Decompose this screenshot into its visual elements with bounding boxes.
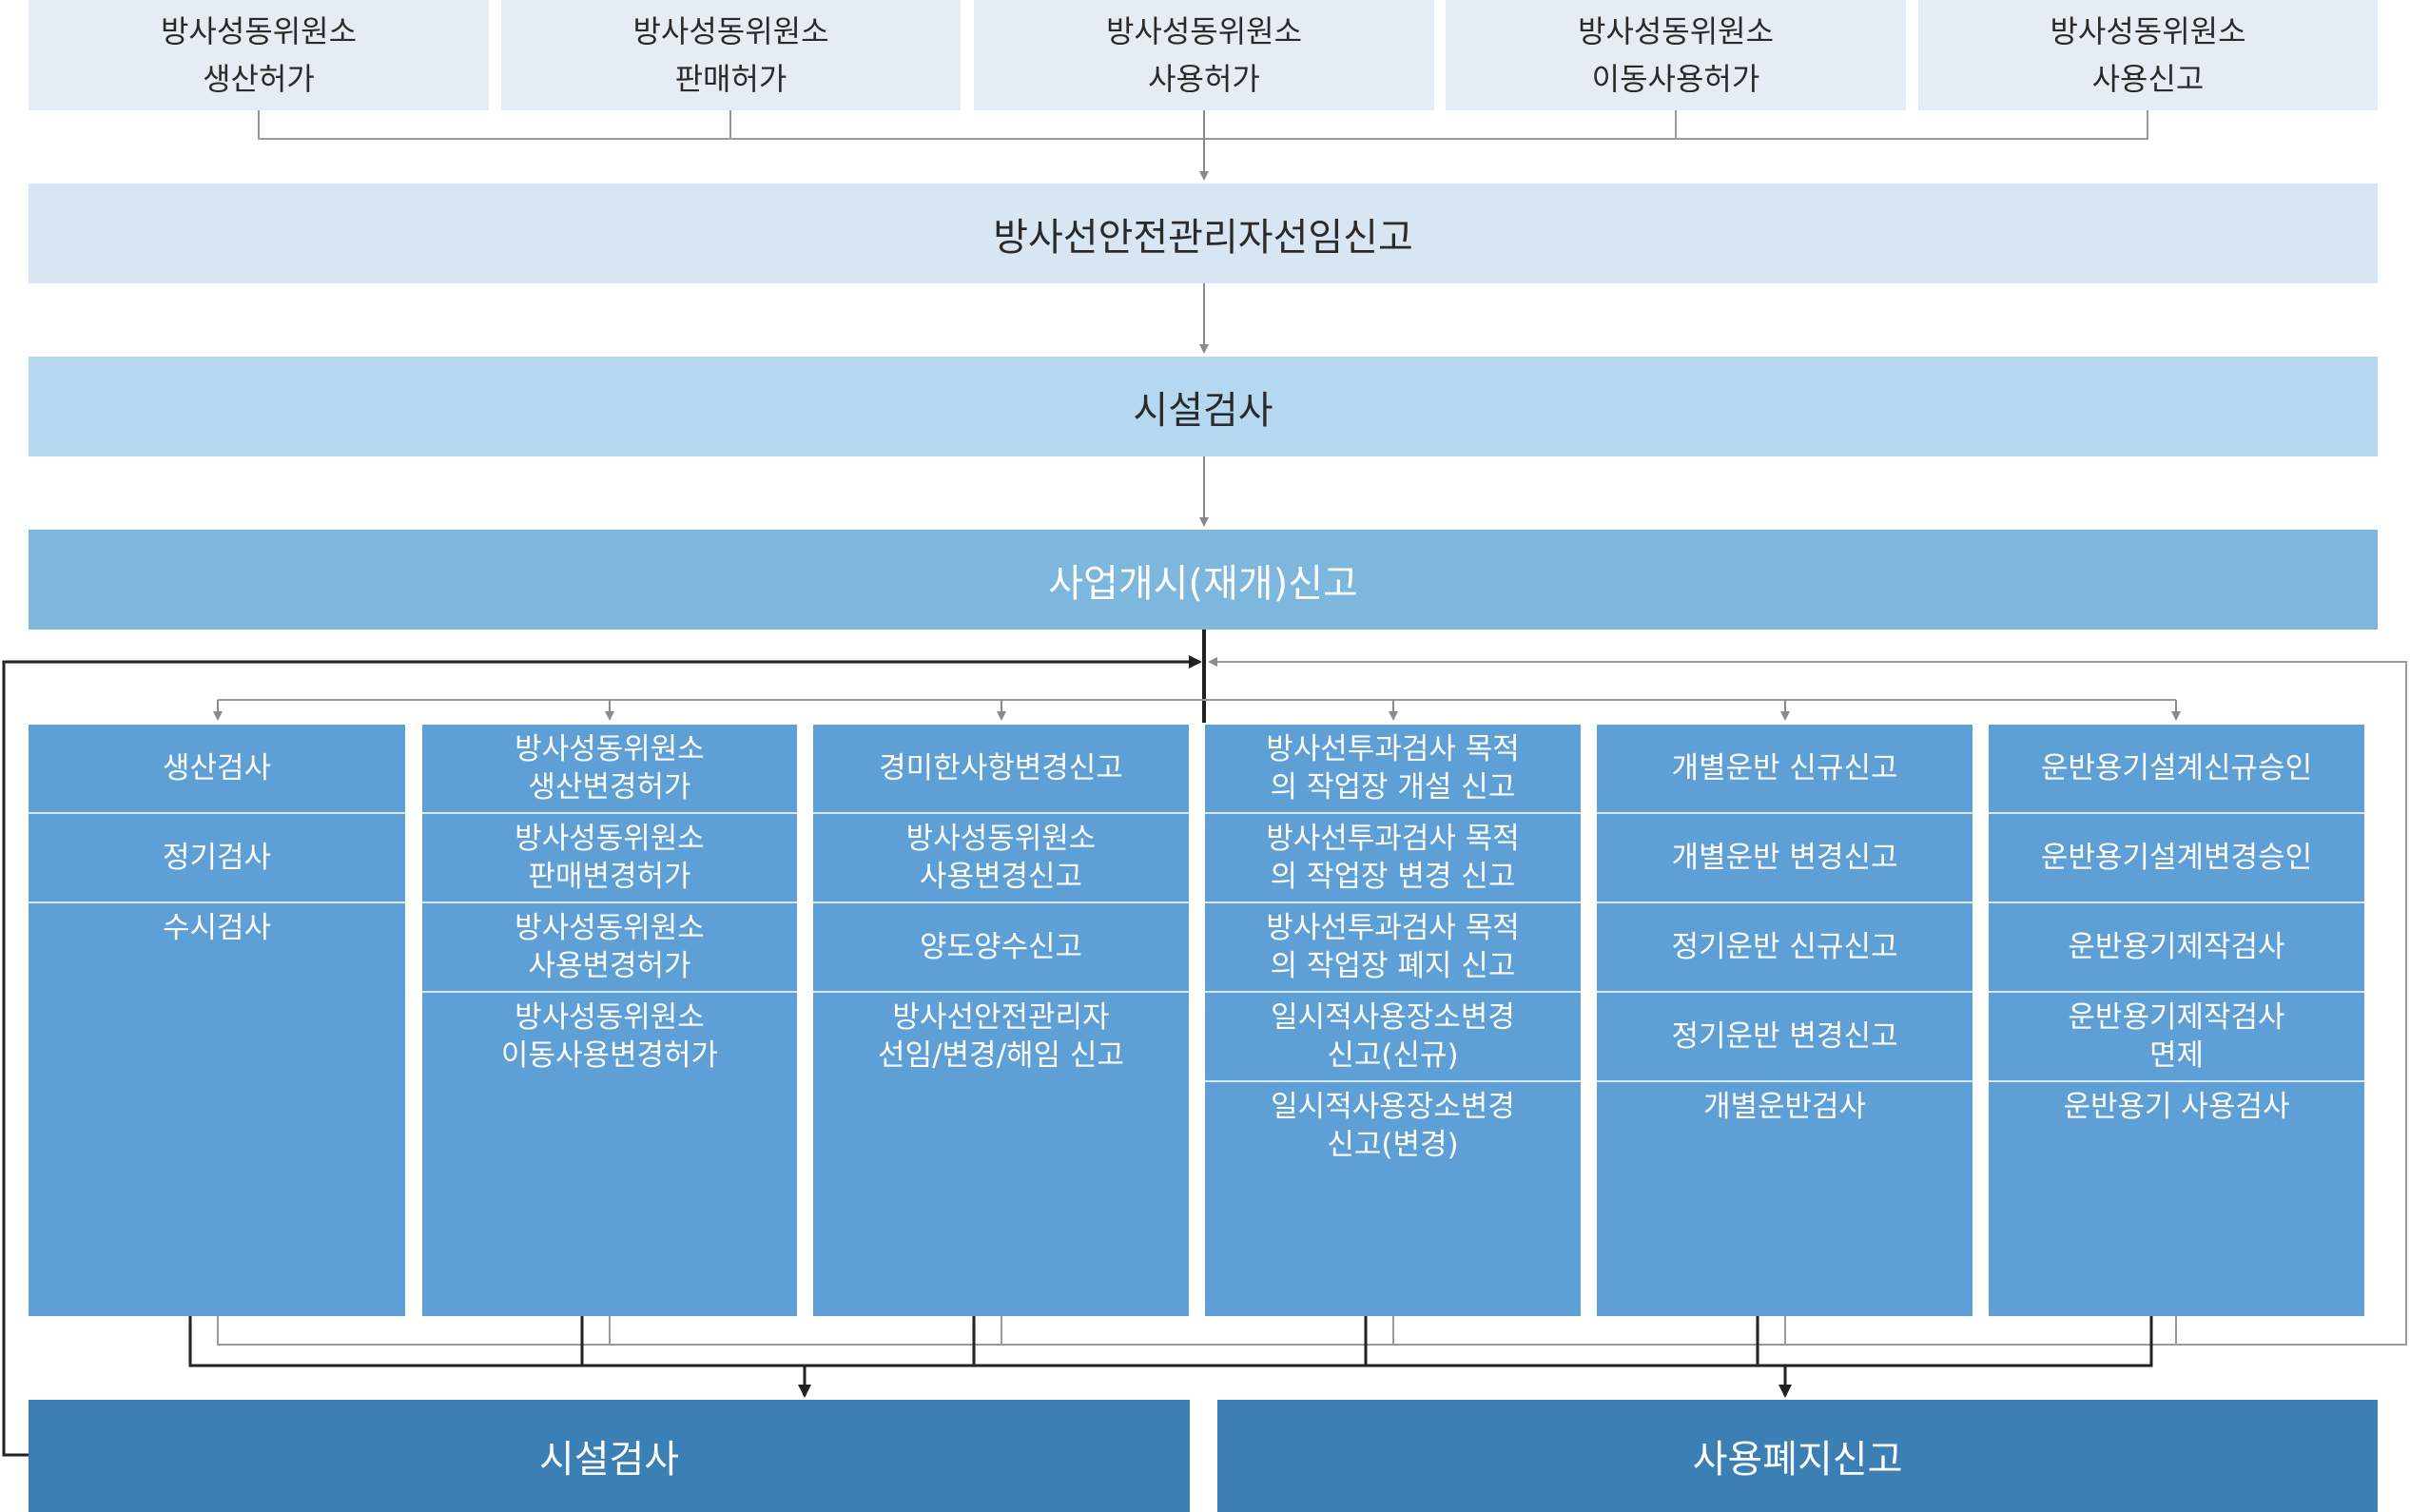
column-item: 방사선투과검사 목적 의 작업장 변경 신고 [1205,814,1581,903]
column-item: 정기운반 신규신고 [1597,903,1973,993]
column-item: 개별운반 신규신고 [1597,725,1973,814]
column-item: 개별운반검사 [1702,1090,1867,1124]
column-item: 정기검사 [29,814,405,903]
bottom-label: 시설검사 [538,1438,680,1482]
column-transport: 개별운반 신규신고 개별운반 변경신고 정기운반 신규신고 정기운반 변경신고 … [1597,725,1973,1316]
column-item: 방사선투과검사 목적 의 작업장 폐지 신고 [1205,903,1581,993]
stage-label: 시설검사 [1133,388,1273,433]
column-change-permits: 방사성동위원소 생산변경허가 방사성동위원소 판매변경허가 방사성동위원소 사용… [422,725,797,1316]
stage-facility-inspection: 시설검사 [29,357,2378,456]
column-item: 양도양수신고 [813,903,1189,993]
feedback-loop-right [1208,657,2407,1346]
column-item: 방사성동위원소 사용변경허가 [422,903,797,993]
column-item: 운반용기설계신규승인 [1989,725,2364,814]
column-item: 방사선안전관리자 선임/변경/해임 신고 [878,1000,1124,1073]
top-box-line2: 이동사용허가 [1591,61,1760,97]
column-transport-container: 운반용기설계신규승인 운반용기설계변경승인 운반용기제작검사 운반용기제작검사 … [1989,725,2364,1316]
column-radiography-worksite: 방사선투과검사 목적 의 작업장 개설 신고 방사선투과검사 목적 의 작업장 … [1205,725,1581,1316]
column-item: 수시검사 [162,911,272,945]
top-box-line1: 방사성동위원소 [2050,13,2246,49]
column-item: 운반용기제작검사 [1989,903,2364,993]
top-box-line1: 방사성동위원소 [1105,13,1303,49]
column-item: 일시적사용장소변경 신고(변경) [1271,1090,1515,1162]
column-item: 방사선투과검사 목적 의 작업장 개설 신고 [1205,725,1581,814]
top-box-line2: 사용허가 [1148,61,1260,97]
column-item: 운반용기 사용검사 [2063,1090,2290,1124]
top-box-line1: 방사성동위원소 [1577,13,1775,49]
bottom-facility-inspection: 시설검사 [29,1400,1190,1512]
column-item: 방사성동위원소 이동사용변경허가 [500,1000,719,1073]
stage-label: 방사선안전관리자선임신고 [993,215,1413,260]
top-box-line1: 방사성동위원소 [632,13,829,49]
dark-collector-line [188,1316,2153,1367]
column-item: 방사성동위원소 생산변경허가 [422,725,797,814]
column-item: 운반용기설계변경승인 [1989,814,2364,903]
column-item: 방사성동위원소 사용변경신고 [813,814,1189,903]
column-item: 개별운반 변경신고 [1597,814,1973,903]
feedback-loop-left [2,655,1202,1457]
top-box-line2: 판매허가 [674,61,787,97]
column-inspections: 생산검사 정기검사 수시검사 [29,725,405,1316]
bottom-use-abolition-report: 사용폐지신고 [1217,1400,2378,1512]
column-item: 정기운반 변경신고 [1597,993,1973,1082]
column-item: 방사성동위원소 판매변경허가 [422,814,797,903]
column-item: 운반용기제작검사 면제 [1989,993,2364,1082]
column-change-reports: 경미한사항변경신고 방사성동위원소 사용변경신고 양도양수신고 방사선안전관리자… [813,725,1189,1316]
bottom-label: 사용폐지신고 [1692,1438,1903,1482]
column-item: 생산검사 [29,725,405,814]
column-item: 일시적사용장소변경 신고(신규) [1205,993,1581,1082]
stage-label: 사업개시(재개)신고 [1048,561,1358,606]
stage-business-start-report: 사업개시(재개)신고 [29,530,2378,630]
stage-safety-manager-report: 방사선안전관리자선임신고 [29,184,2378,283]
gray-collector-line [217,1316,2222,1346]
column-item: 경미한사항변경신고 [813,725,1189,814]
top-box-line2: 사용신고 [2091,61,2205,97]
top-box-line2: 생산허가 [203,61,315,97]
top-box-line1: 방사성동위원소 [160,13,358,49]
